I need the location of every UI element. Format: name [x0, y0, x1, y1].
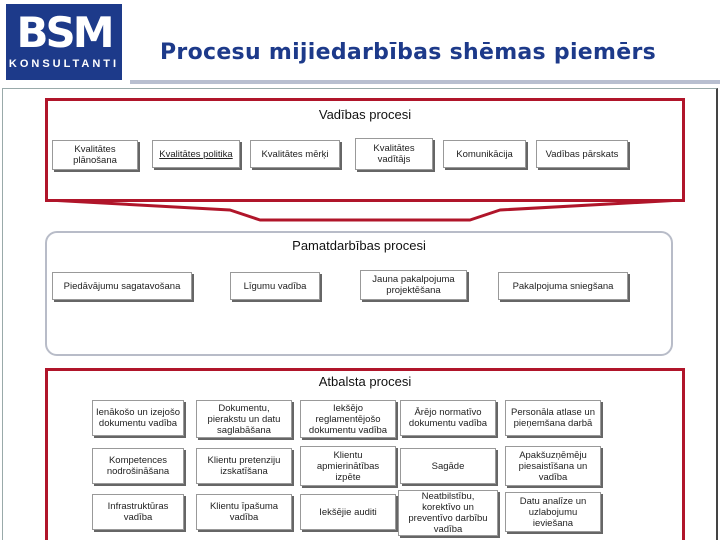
process-label: Pakalpojuma sniegšana — [512, 280, 614, 292]
process-label: Vadības pārskats — [545, 148, 619, 160]
process-label: Līgumu vadība — [243, 280, 307, 292]
process-label: Piedāvājumu sagatavošana — [63, 280, 181, 292]
title-divider — [130, 80, 720, 84]
process-label: Komunikācija — [456, 148, 513, 160]
process-label: Iekšējo reglamentējošo dokumentu vadība — [308, 402, 388, 436]
process-ligumu-vadiba[interactable]: Līgumu vadība — [230, 272, 320, 300]
process-sagade[interactable]: Sagāde — [400, 448, 496, 484]
bsm-logo: BSM KONSULTANTI — [6, 4, 122, 80]
process-jauna-pakalpojuma-projektesana[interactable]: Jauna pakalpojuma projektēšana — [360, 270, 467, 300]
arrow-vadibas-to-pamat — [46, 198, 684, 222]
process-klientu-pretenziju-izskatisana[interactable]: Klientu pretenziju izskatīšana — [196, 448, 292, 484]
process-neatbilstibu-vadiba[interactable]: Neatbilstību, korektīvo un preventīvo da… — [398, 490, 498, 536]
process-label: Kvalitātes mērķi — [261, 148, 329, 160]
process-pakalpojuma-sniegsana[interactable]: Pakalpojuma sniegšana — [498, 272, 628, 300]
process-vadibas-parskats[interactable]: Vadības pārskats — [536, 140, 628, 168]
process-apaksuznemeju-piesaistisana[interactable]: Apakšuzņēmēju piesaistīšana un vadība — [505, 446, 601, 486]
process-label: Apakšuzņēmēju piesaistīšana un vadība — [518, 449, 588, 483]
process-infrastrukturas-vadiba[interactable]: Infrastruktūras vadība — [92, 494, 184, 530]
process-kvalitates-planosana[interactable]: Kvalitātes plānošana — [52, 140, 138, 170]
process-kompetences-nodrosinasana[interactable]: Kompetences nodrošināšana — [92, 448, 184, 484]
section-title-pamat: Pamatdarbības procesi — [292, 238, 426, 253]
process-label: Sagāde — [431, 460, 465, 472]
process-label: Klientu īpašuma vadība — [209, 501, 279, 523]
process-label: Kompetences nodrošināšana — [106, 455, 170, 477]
process-label: Klientu apmierinātības izpēte — [316, 449, 380, 483]
process-label: Kvalitātes vadītājs — [373, 143, 415, 165]
process-klientu-ipasuma-vadiba[interactable]: Klientu īpašuma vadība — [196, 494, 292, 530]
process-label: Jauna pakalpojuma projektēšana — [372, 274, 455, 296]
process-datu-analize[interactable]: Datu analīze un uzlabojumu ieviešana — [505, 492, 601, 532]
process-label: Dokumentu, pierakstu un datu saglabāšana — [207, 402, 281, 436]
process-label: Infrastruktūras vadība — [107, 501, 169, 523]
process-label: Ienākošo un izejošo dokumentu vadība — [96, 407, 180, 429]
process-komunikacija[interactable]: Komunikācija — [443, 140, 526, 168]
logo-subtitle: KONSULTANTI — [8, 58, 120, 70]
process-klientu-apmierinatibas-izpete[interactable]: Klientu apmierinātības izpēte — [300, 446, 396, 486]
process-label: Klientu pretenziju izskatīšana — [207, 455, 281, 477]
slide-frame — [2, 88, 718, 540]
process-ieksejie-auditi[interactable]: Iekšējie auditi — [300, 494, 396, 530]
process-ieksejo-dokumentu-vadiba[interactable]: Iekšējo reglamentējošo dokumentu vadība — [300, 400, 396, 438]
page-title: Procesu mijiedarbības shēmas piemērs — [160, 40, 657, 65]
process-label: Kvalitātes politika — [159, 148, 233, 160]
process-dokumentu-saglabasana[interactable]: Dokumentu, pierakstu un datu saglabāšana — [196, 400, 292, 438]
section-title-atbalsta: Atbalsta procesi — [318, 374, 412, 389]
process-label: Kvalitātes plānošana — [73, 144, 117, 166]
process-piedavajumu-sagatavosana[interactable]: Piedāvājumu sagatavošana — [52, 272, 192, 300]
process-label: Personāla atlase un pieņemšana darbā — [511, 407, 595, 429]
process-label: Iekšējie auditi — [319, 506, 377, 518]
process-kvalitates-merki[interactable]: Kvalitātes mērķi — [250, 140, 340, 168]
section-title-vadibas: Vadības procesi — [318, 107, 412, 122]
process-label: Neatbilstību, korektīvo un preventīvo da… — [408, 491, 488, 535]
logo-wordmark: BSM — [16, 8, 114, 57]
process-label: Datu analīze un uzlabojumu ieviešana — [519, 495, 587, 529]
process-personala-atlase[interactable]: Personāla atlase un pieņemšana darbā — [505, 400, 601, 436]
process-ienakoso-dokumentu-vadiba[interactable]: Ienākošo un izejošo dokumentu vadība — [92, 400, 184, 436]
process-arejo-dokumentu-vadiba[interactable]: Ārējo normatīvo dokumentu vadība — [400, 400, 496, 436]
process-label: Ārējo normatīvo dokumentu vadība — [408, 407, 488, 429]
process-kvalitates-vaditajs[interactable]: Kvalitātes vadītājs — [355, 138, 433, 170]
process-kvalitates-politika[interactable]: Kvalitātes politika — [152, 140, 240, 168]
